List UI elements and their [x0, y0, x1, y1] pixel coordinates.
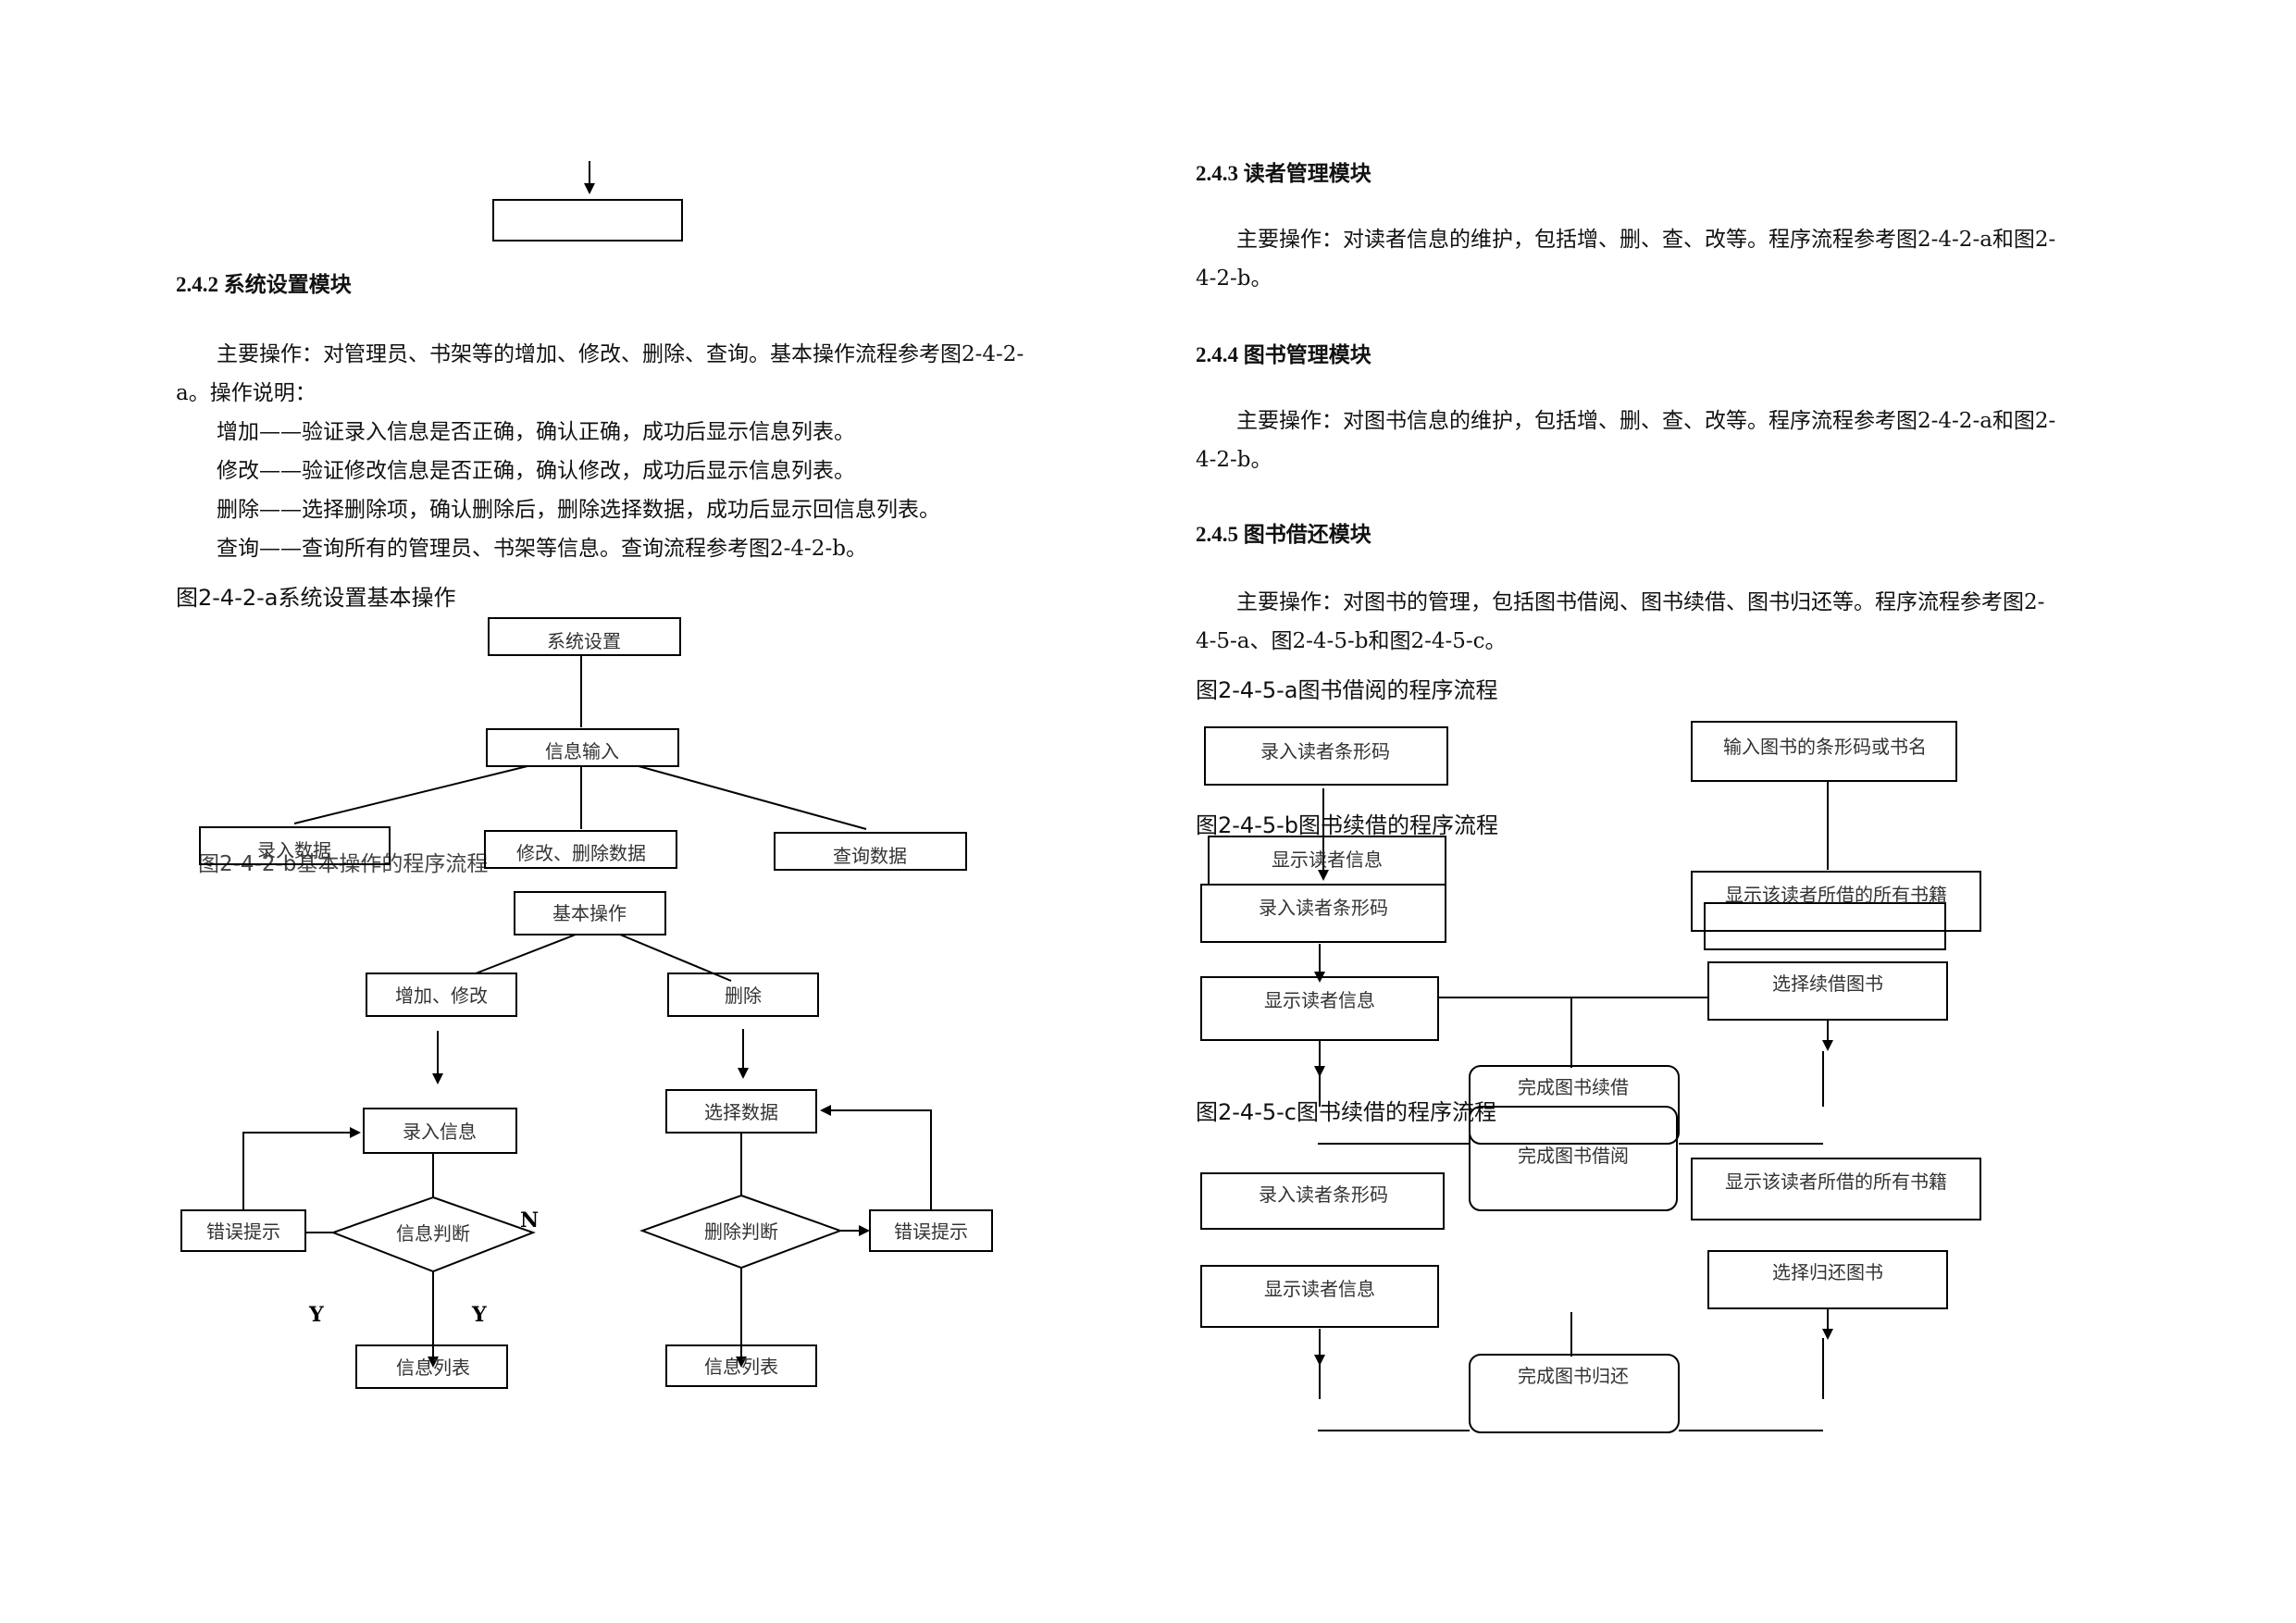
node-complete-renew: 完成图书续借	[1518, 1076, 1629, 1098]
section-heading-2-4-5: 2.4.5 图书借还模块	[1196, 523, 1371, 546]
node-box	[1200, 884, 1446, 943]
node-box	[667, 973, 819, 1017]
section-heading-2-4-3: 2.4.3 读者管理模块	[1196, 162, 1371, 185]
node-box	[665, 1344, 817, 1387]
node-error-prompt-left: 错误提示	[206, 1220, 280, 1243]
node-box	[1704, 902, 1946, 950]
node-system-settings: 系统设置	[547, 630, 621, 652]
figure-caption-2-4-5-a: 图2-4-5-a图书借阅的程序流程	[1196, 677, 1498, 703]
node-box	[355, 1344, 508, 1389]
node-enter-data: 录入数据	[257, 839, 331, 861]
connector-arrow	[242, 1127, 361, 1210]
node-show-borrowed-books: 显示该读者所借的所有书籍	[1725, 884, 1947, 906]
node-basic-ops: 基本操作	[552, 902, 627, 924]
paragraph-reader-mgmt-line1: 主要操作：对读者信息的维护，包括增、删、查、改等。程序流程参考图2-4-2-a和…	[1236, 228, 2056, 252]
paragraph-book-mgmt-line2: 4-2-b。	[1196, 448, 1272, 472]
node-enter-reader-barcode: 录入读者条形码	[1259, 1183, 1388, 1206]
paragraph-reader-mgmt-line2: 4-2-b。	[1196, 266, 1272, 291]
node-complete-borrow: 完成图书借阅	[1518, 1145, 1629, 1167]
node-complete-return: 完成图书归还	[1518, 1365, 1629, 1387]
node-box	[1691, 721, 1957, 782]
node-box	[774, 832, 967, 871]
node-select-return-book: 选择归还图书	[1772, 1261, 1883, 1283]
node-query-data: 查询数据	[833, 845, 907, 867]
node-select-renew-book: 选择续借图书	[1772, 973, 1883, 995]
node-add-modify: 增加、修改	[395, 985, 488, 1007]
paragraph-system-settings-line1: 主要操作：对管理员、书架等的增加、修改、删除、查询。基本操作流程参考图2-4-2…	[217, 342, 1024, 366]
paragraph-query: 查询——查询所有的管理员、书架等信息。查询流程参考图2-4-2-b。	[217, 537, 867, 561]
node-info-input: 信息输入	[545, 740, 619, 762]
paragraph-borrow-return-line2: 4-5-a、图2-4-5-b和图2-4-5-c。	[1196, 629, 1507, 653]
node-box-rounded	[1469, 1354, 1680, 1433]
paragraph-delete: 删除——选择删除项，确认删除后，删除选择数据，成功后显示回信息列表。	[217, 498, 940, 522]
node-box-rounded	[1469, 1065, 1680, 1145]
paragraph-book-mgmt-line1: 主要操作：对图书信息的维护，包括增、删、查、改等。程序流程参考图2-4-2-a和…	[1236, 409, 2056, 433]
node-box	[488, 617, 681, 656]
node-box	[486, 728, 679, 767]
paragraph-system-settings-line2: a。操作说明：	[176, 381, 316, 405]
empty-box	[492, 199, 683, 242]
section-heading-2-4-2: 2.4.2 系统设置模块	[176, 273, 352, 296]
node-box	[1200, 1172, 1445, 1230]
figure-caption-2-4-2-a: 图2-4-2-a系统设置基本操作	[176, 585, 456, 611]
connector-line	[638, 765, 867, 830]
node-modify-delete-data: 修改、删除数据	[516, 842, 646, 864]
node-box	[1691, 871, 1981, 932]
node-box	[514, 891, 666, 935]
paragraph-borrow-return-line1: 主要操作：对图书的管理，包括图书借阅、图书续借、图书归还等。程序流程参考图2-	[1236, 590, 2045, 614]
node-select-data: 选择数据	[704, 1101, 778, 1123]
node-box-rounded	[1469, 1106, 1678, 1211]
node-box	[366, 973, 517, 1017]
node-enter-reader-barcode: 录入读者条形码	[1259, 897, 1388, 919]
figure-caption-2-4-5-c: 图2-4-5-c图书续借的程序流程	[1196, 1099, 1496, 1125]
node-enter-info: 录入信息	[403, 1121, 477, 1143]
node-delete-judge: 删除判断	[704, 1220, 778, 1243]
node-box	[484, 830, 677, 869]
node-show-reader-info: 显示读者信息	[1264, 989, 1375, 1011]
node-info-judge: 信息判断	[396, 1222, 470, 1245]
node-box	[1204, 726, 1448, 786]
node-delete: 删除	[725, 985, 762, 1007]
branch-label-n: N	[520, 1208, 539, 1233]
node-show-reader-info: 显示读者信息	[1272, 849, 1383, 871]
node-box	[1691, 1158, 1981, 1220]
node-enter-reader-barcode: 录入读者条形码	[1260, 740, 1390, 762]
node-error-prompt-right: 错误提示	[894, 1220, 968, 1243]
paragraph-add: 增加——验证录入信息是否正确，确认正确，成功后显示信息列表。	[217, 420, 855, 444]
figure-caption-2-4-5-b: 图2-4-5-b图书续借的程序流程	[1196, 812, 1499, 838]
section-heading-2-4-4: 2.4.4 图书管理模块	[1196, 343, 1371, 366]
node-box	[199, 826, 391, 865]
connector-arrow	[820, 1105, 932, 1210]
branch-label-y: Y	[471, 1303, 487, 1327]
branch-label-y: Y	[308, 1303, 324, 1327]
connector-line	[475, 934, 577, 974]
node-info-list-right: 信息列表	[704, 1356, 778, 1378]
node-box	[1200, 1265, 1439, 1328]
node-info-list-left: 信息列表	[396, 1357, 470, 1379]
node-show-reader-info: 显示读者信息	[1264, 1278, 1375, 1300]
node-enter-book-barcode: 输入图书的条形码或书名	[1723, 736, 1927, 758]
connector-line	[293, 765, 528, 824]
node-show-borrowed-books: 显示该读者所借的所有书籍	[1725, 1171, 1947, 1193]
node-box	[363, 1108, 517, 1154]
paragraph-modify: 修改——验证修改信息是否正确，确认修改，成功后显示信息列表。	[217, 459, 855, 483]
